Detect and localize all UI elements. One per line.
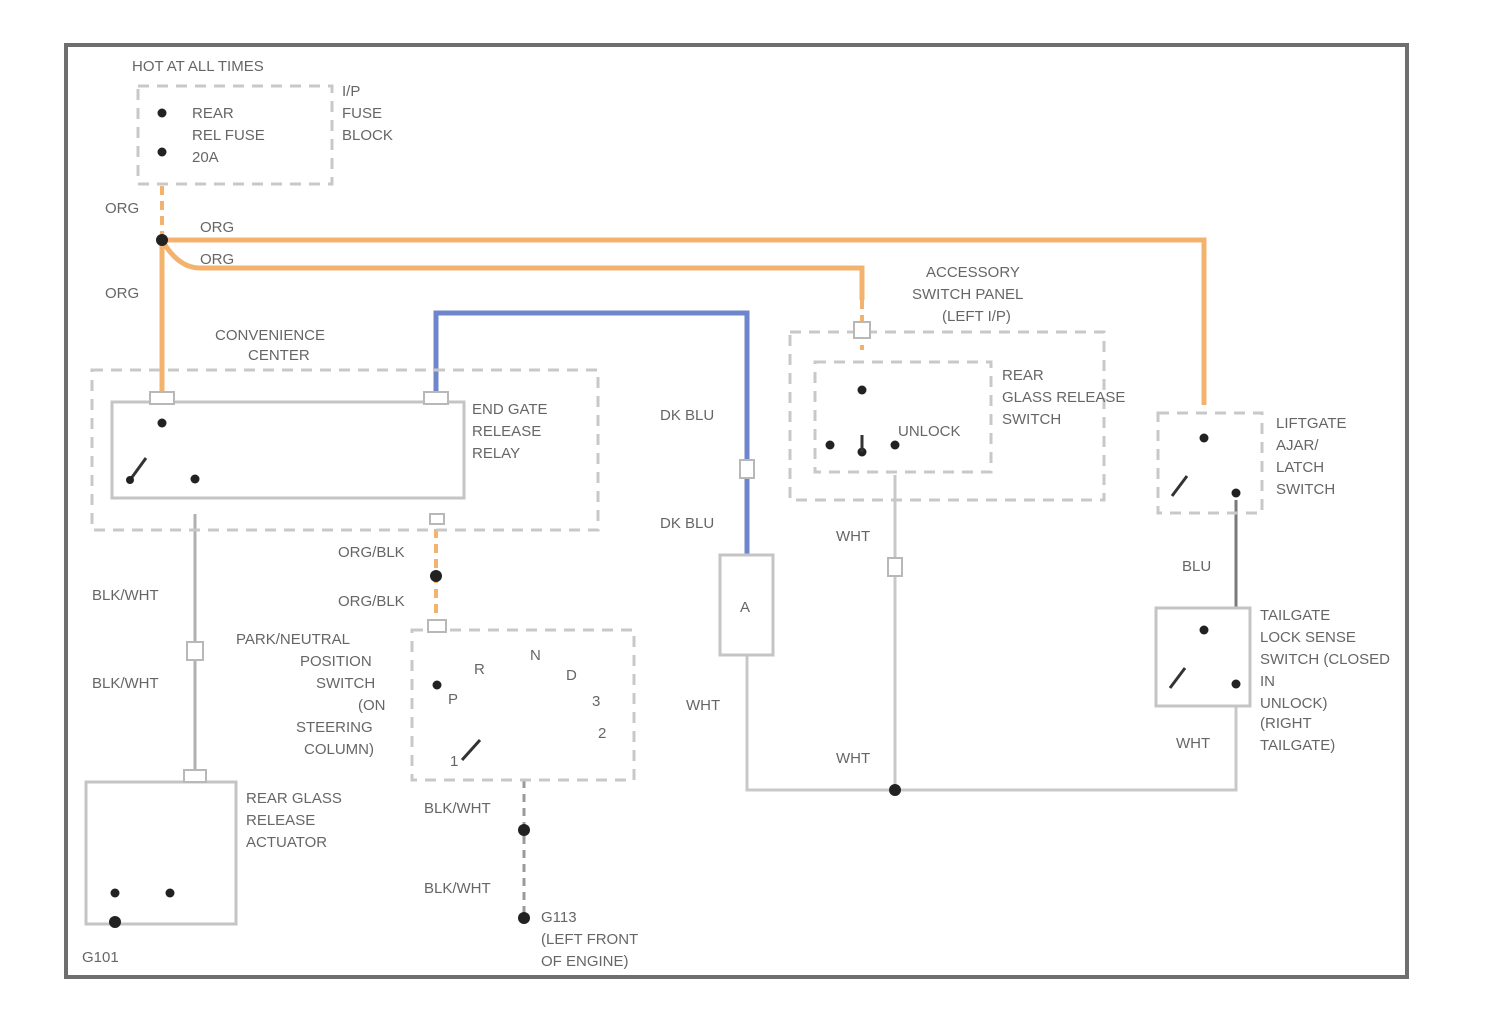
rear-glass-release-actuator — [86, 770, 236, 924]
orgblk-splice — [430, 570, 442, 582]
hot-at-all-times-label: HOT AT ALL TIMES — [132, 58, 264, 75]
gear-r-label: R — [474, 661, 485, 678]
org-splice — [156, 234, 168, 246]
wire-label-org-4: ORG — [105, 285, 139, 302]
liftgate-ajar-switch — [1158, 413, 1262, 513]
wire-label-dkblu-2: DK BLU — [660, 515, 714, 532]
rear-glass-switch-label-1: REAR — [1002, 367, 1044, 384]
rear-glass-switch-label-2: GLASS RELEASE — [1002, 389, 1125, 406]
fuse-label-1: REAR — [192, 105, 234, 122]
relay-label-3: RELAY — [472, 445, 520, 462]
tailgate-label-4: IN — [1260, 673, 1275, 690]
wire-label-org-2: ORG — [200, 219, 234, 236]
connector-a-label: A — [740, 599, 750, 616]
wire-label-wht-1: WHT — [836, 528, 870, 545]
wire-label-orgblk-1: ORG/BLK — [338, 544, 405, 561]
blkwht-splice — [518, 824, 530, 836]
pn-switch-label-3: SWITCH — [316, 675, 375, 692]
rear-glass-switch-label-3: SWITCH — [1002, 411, 1061, 428]
wires — [162, 186, 1236, 918]
gear-p-label: P — [448, 691, 458, 708]
gear-n-label: N — [530, 647, 541, 664]
wire-label-org-3: ORG — [200, 251, 234, 268]
ground-g113-label-1: G113 — [541, 909, 577, 926]
unlock-label: UNLOCK — [898, 423, 961, 440]
pn-switch-label-1: PARK/NEUTRAL — [236, 631, 350, 648]
convenience-center — [92, 370, 598, 530]
actuator-label-2: RELEASE — [246, 812, 315, 829]
ground-g113-label-3: OF ENGINE) — [541, 953, 629, 970]
wht-splice — [889, 784, 901, 796]
convenience-center-label-2: CENTER — [248, 347, 310, 364]
org-wire-accessory — [162, 240, 862, 300]
wht-wire-connector — [747, 655, 895, 790]
wire-label-blkwht-3: BLK/WHT — [424, 800, 491, 817]
org-wire-liftgate — [162, 240, 1204, 405]
park-neutral-position-switch — [412, 620, 634, 780]
convenience-center-label-1: CONVENIENCE — [215, 327, 325, 344]
wire-label-blkwht-1: BLK/WHT — [92, 587, 159, 604]
tailgate-label-7: TAILGATE) — [1260, 737, 1335, 754]
tailgate-label-3: SWITCH (CLOSED — [1260, 651, 1390, 668]
wire-label-org-1: ORG — [105, 200, 139, 217]
actuator-label-3: ACTUATOR — [246, 834, 327, 851]
wire-label-blu: BLU — [1182, 558, 1211, 575]
end-gate-release-relay — [112, 402, 464, 498]
wire-label-dkblu-1: DK BLU — [660, 407, 714, 424]
tailgate-label-6: (RIGHT — [1260, 715, 1312, 732]
accessory-label-3: (LEFT I/P) — [942, 308, 1011, 325]
accessory-label-1: ACCESSORY — [926, 264, 1020, 281]
pn-switch-label-2: POSITION — [300, 653, 372, 670]
gear-2-label: 2 — [598, 725, 606, 742]
pn-switch-label-5: STEERING — [296, 719, 373, 736]
wire-label-wht-2: WHT — [686, 697, 720, 714]
gear-3-label: 3 — [592, 693, 600, 710]
gear-d-label: D — [566, 667, 577, 684]
tailgate-lock-sense-switch — [1156, 608, 1250, 706]
fuse-label-2: REL FUSE — [192, 127, 265, 144]
liftgate-label-4: SWITCH — [1276, 481, 1335, 498]
wire-label-wht-4: WHT — [1176, 735, 1210, 752]
gear-1-label: 1 — [450, 753, 458, 770]
accessory-label-2: SWITCH PANEL — [912, 286, 1023, 303]
wire-label-wht-3: WHT — [836, 750, 870, 767]
fuse-block-label-3: BLOCK — [342, 127, 393, 144]
pn-switch-label-4: (ON — [358, 697, 386, 714]
tailgate-label-5: UNLOCK) — [1260, 695, 1328, 712]
fuse-block-label-2: FUSE — [342, 105, 382, 122]
ground-g113-label-2: (LEFT FRONT — [541, 931, 638, 948]
wire-label-blkwht-4: BLK/WHT — [424, 880, 491, 897]
liftgate-label-3: LATCH — [1276, 459, 1324, 476]
relay-label-1: END GATE — [472, 401, 548, 418]
liftgate-label-2: AJAR/ — [1276, 437, 1319, 454]
fuse-block-label-1: I/P — [342, 83, 360, 100]
ground-g101-point — [109, 916, 121, 928]
wire-label-blkwht-2: BLK/WHT — [92, 675, 159, 692]
tailgate-label-2: LOCK SENSE — [1260, 629, 1356, 646]
pn-switch-label-6: COLUMN) — [304, 741, 374, 758]
liftgate-label-1: LIFTGATE — [1276, 415, 1347, 432]
fuse-label-3: 20A — [192, 149, 219, 166]
actuator-label-1: REAR GLASS — [246, 790, 342, 807]
blkwht-inline-connector — [187, 642, 203, 660]
ground-g101-label: G101 — [82, 949, 119, 966]
relay-label-2: RELEASE — [472, 423, 541, 440]
ground-g113-point — [518, 912, 530, 924]
wire-label-orgblk-2: ORG/BLK — [338, 593, 405, 610]
tailgate-label-1: TAILGATE — [1260, 607, 1330, 624]
